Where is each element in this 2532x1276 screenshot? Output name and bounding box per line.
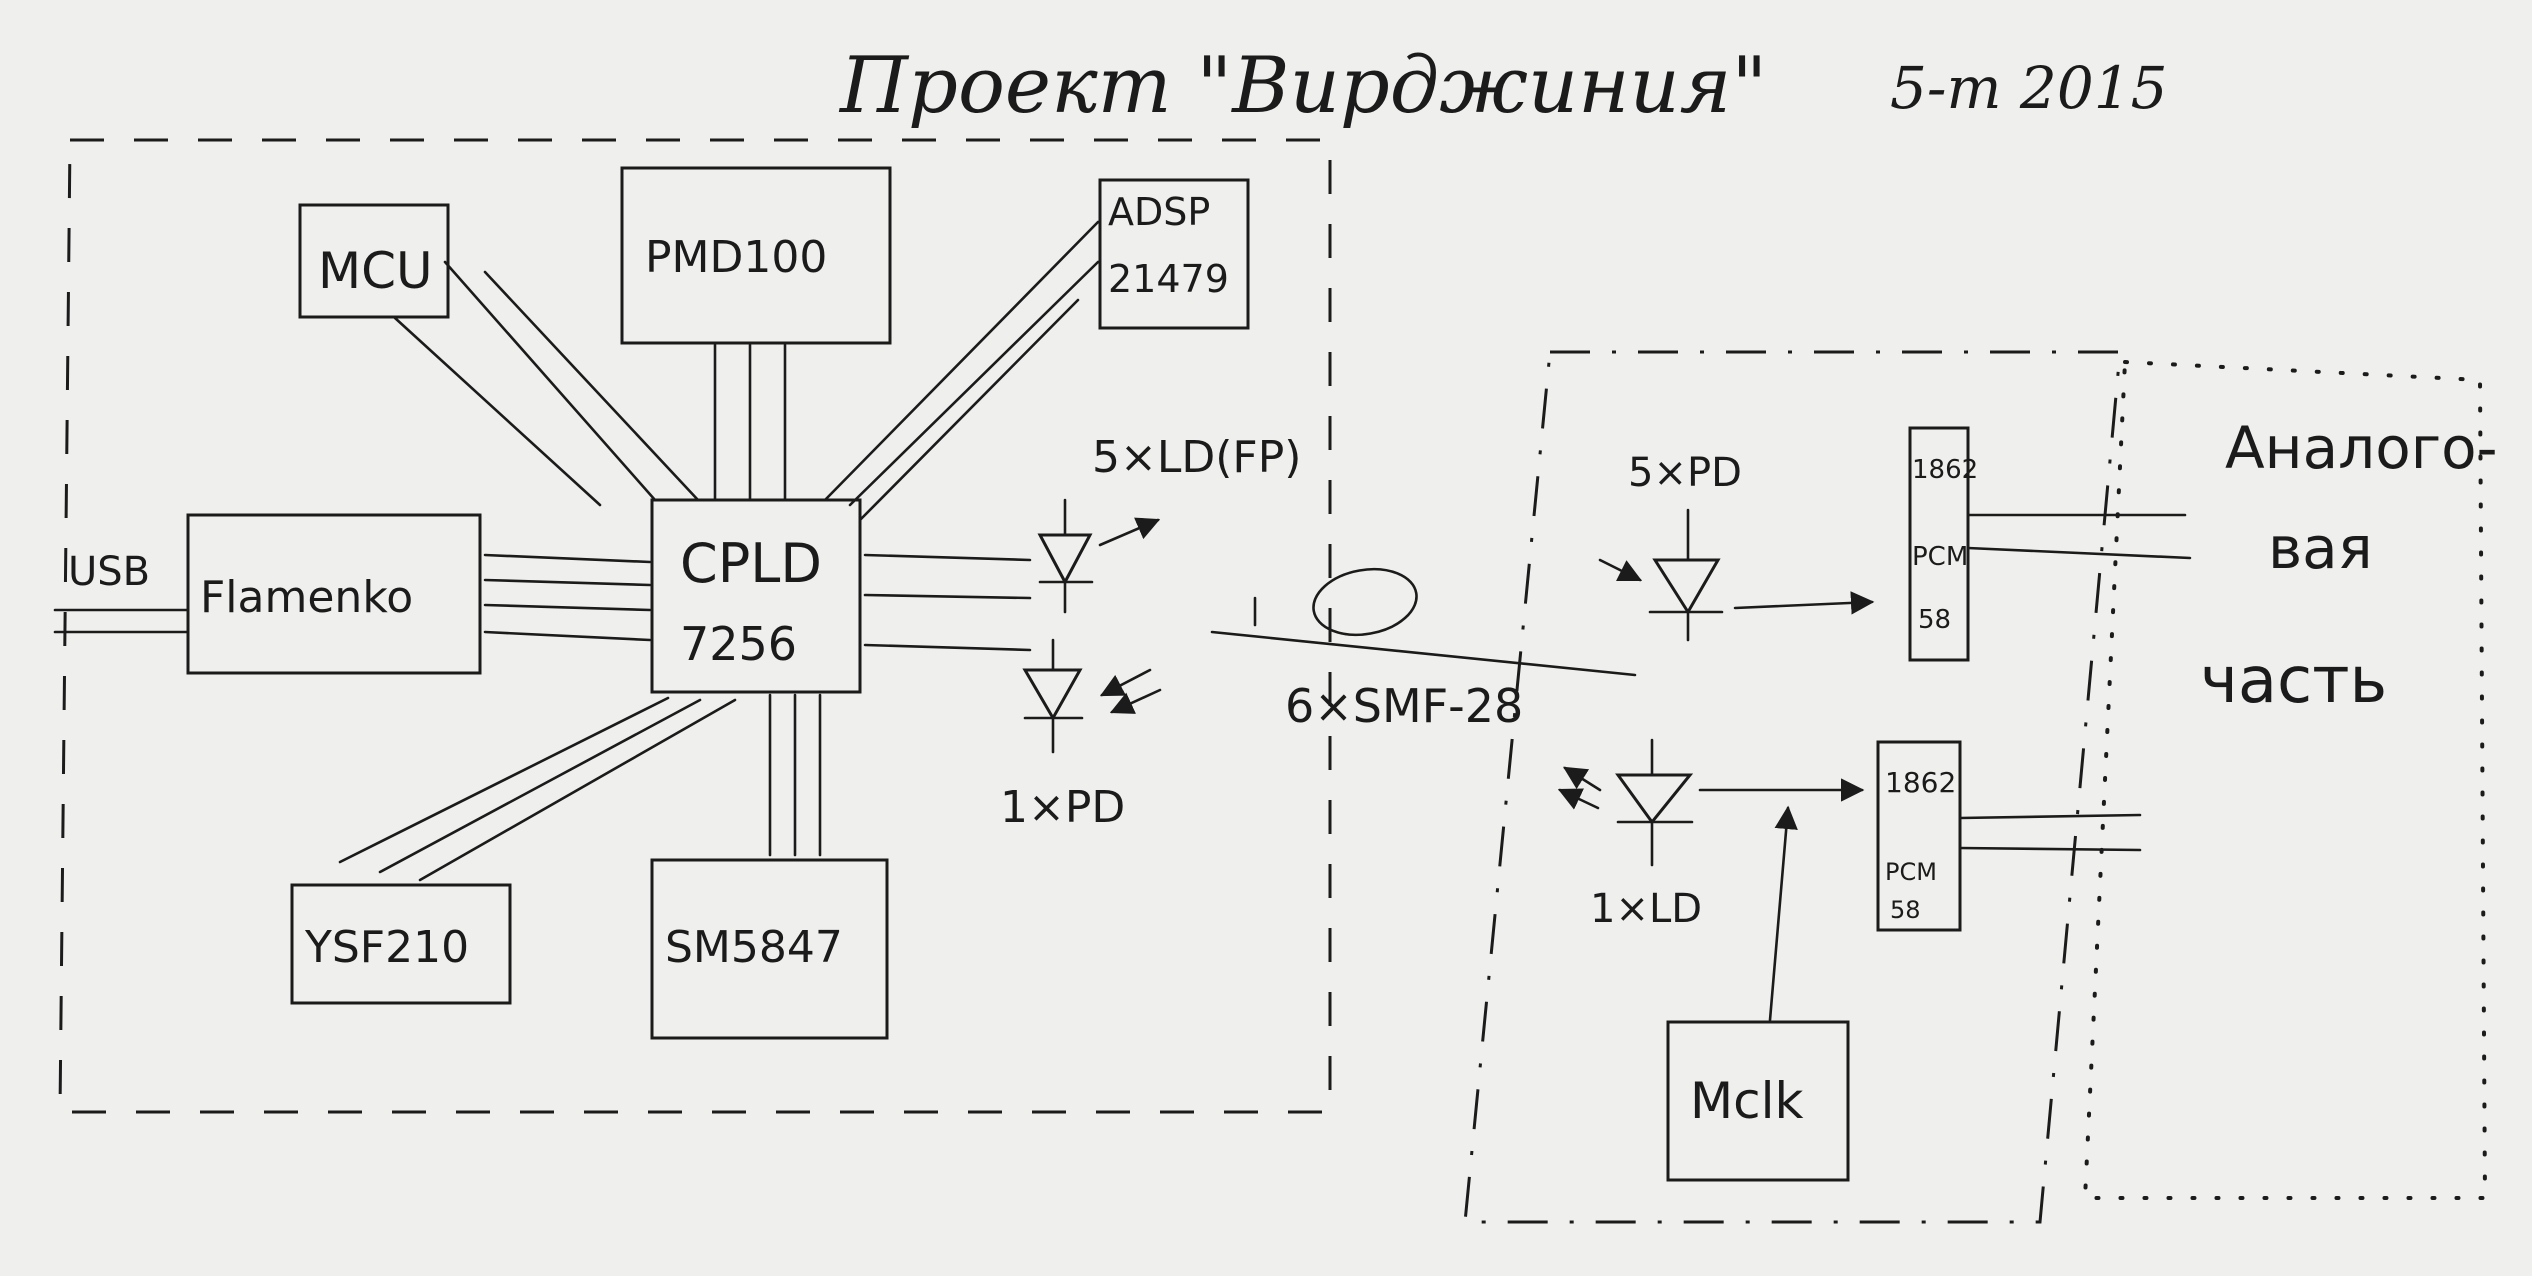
mclk-block bbox=[1666, 1020, 1850, 1182]
photodiode-tx-icon bbox=[1022, 638, 1162, 754]
bus-flamenko-cpld bbox=[483, 553, 652, 642]
analog-label-1: Аналого- bbox=[2225, 414, 2498, 482]
laser-diode-tx-icon bbox=[1037, 498, 1161, 614]
mcu-block bbox=[298, 203, 450, 319]
bus-adsp-cpld bbox=[823, 220, 1100, 522]
laser-diode-rx-icon bbox=[1557, 738, 1865, 867]
mclk-arrow bbox=[1768, 805, 1798, 1022]
cpld-block bbox=[650, 498, 862, 694]
usb-label: USB bbox=[68, 549, 150, 595]
photodiode-rx-icon bbox=[1598, 508, 1875, 642]
pmd100-block bbox=[620, 166, 892, 345]
dac-top-block bbox=[1908, 426, 1970, 662]
adsp-label-2: 21479 bbox=[1108, 257, 1229, 301]
fiber-label: 6×SMF-28 bbox=[1285, 679, 1523, 733]
analog-label-2: вая bbox=[2268, 514, 2373, 582]
sm5847-label: SM5847 bbox=[665, 922, 843, 973]
ysf210-block bbox=[290, 883, 512, 1005]
diagram-title: Проект "Вирджиния" bbox=[838, 41, 1767, 131]
dac-top-label-3: 58 bbox=[1918, 605, 1951, 635]
digital-section-frame bbox=[58, 138, 1332, 1114]
bus-sm-cpld bbox=[768, 693, 822, 857]
dac-bottom-label-3: 58 bbox=[1890, 896, 1921, 924]
pd-tx-label: 1×PD bbox=[1000, 782, 1125, 833]
pd-rx-label: 5×PD bbox=[1628, 450, 1742, 496]
dac-bottom-block bbox=[1876, 740, 1962, 932]
mcu-label: MCU bbox=[318, 242, 433, 300]
diagram-date: 5-m 2015 bbox=[1890, 54, 2168, 122]
bus-cpld-optics bbox=[863, 553, 1032, 652]
flamenko-block bbox=[186, 513, 482, 675]
usb-wires bbox=[53, 608, 190, 634]
pmd100-label: PMD100 bbox=[645, 232, 827, 283]
dac-bottom-label-2: PCM bbox=[1885, 858, 1937, 886]
bus-pmd-cpld bbox=[713, 343, 787, 502]
dac-analog-outputs bbox=[1958, 513, 2192, 852]
dac-top-label-1: 1862 bbox=[1912, 455, 1978, 485]
fiber-coil-icon bbox=[1210, 567, 1637, 677]
ysf210-label: YSF210 bbox=[304, 922, 469, 973]
analog-section-frame bbox=[2082, 359, 2488, 1200]
adsp-block bbox=[1098, 178, 1250, 330]
analog-label-3: часть bbox=[2200, 644, 2387, 718]
ld-tx-label: 5×LD(FP) bbox=[1092, 432, 1301, 483]
dac-bottom-label-1: 1862 bbox=[1885, 766, 1956, 799]
flamenko-label: Flamenko bbox=[200, 572, 413, 623]
receiver-section-frame bbox=[1463, 350, 2122, 1224]
dac-top-label-2: PCM bbox=[1912, 542, 1968, 572]
bus-ysf-cpld bbox=[338, 696, 737, 882]
bus-mcu-cpld bbox=[393, 260, 700, 507]
adsp-label-1: ADSP bbox=[1108, 190, 1210, 234]
mclk-label: Mclk bbox=[1690, 1072, 1804, 1130]
cpld-label-1: CPLD bbox=[680, 532, 822, 595]
sm5847-block bbox=[650, 858, 889, 1040]
cpld-label-2: 7256 bbox=[680, 617, 797, 671]
ld-rx-label: 1×LD bbox=[1590, 886, 1702, 932]
